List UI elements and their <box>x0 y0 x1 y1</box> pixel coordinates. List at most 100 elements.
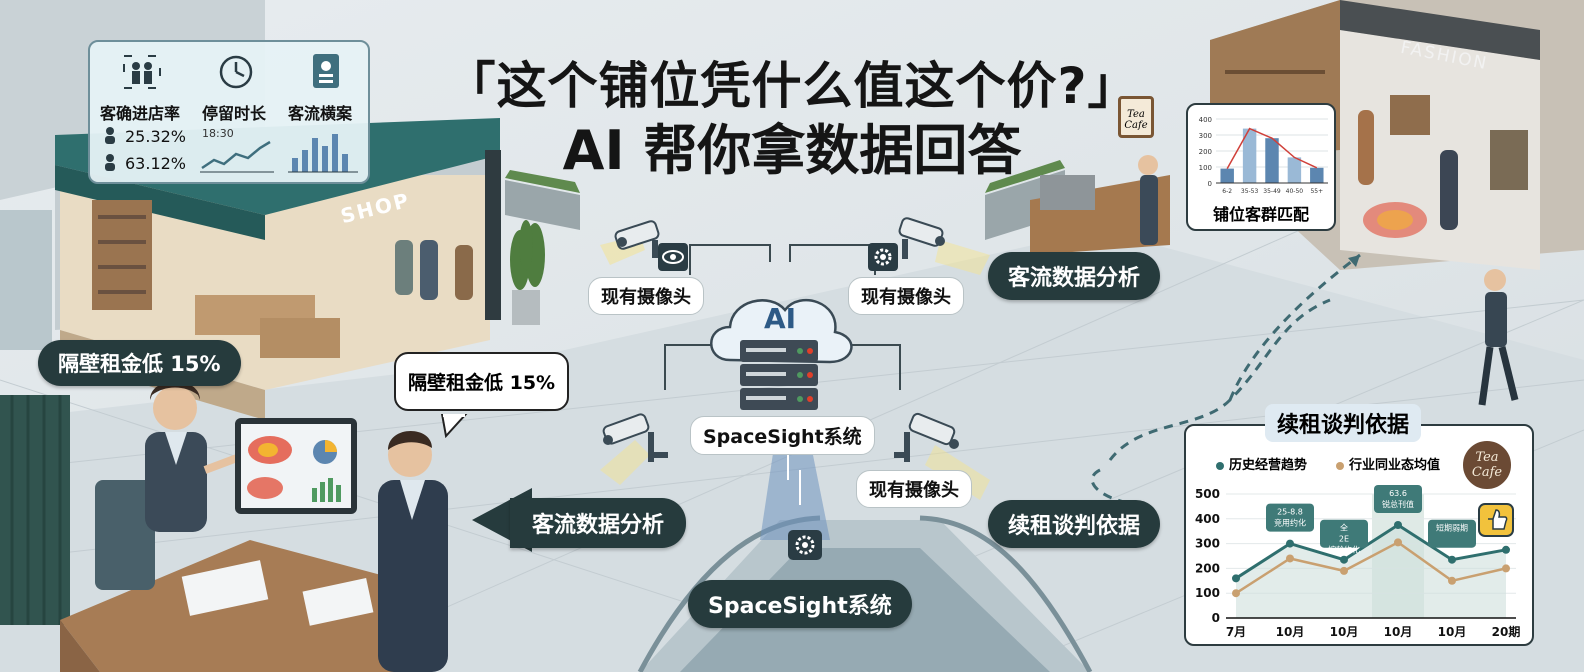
camera-icon <box>602 413 668 462</box>
annotation-box <box>1374 485 1422 513</box>
tick-label: 300 <box>1199 132 1212 140</box>
legend-item-industry: 行业同业态均值 <box>1336 454 1440 473</box>
camera-icon <box>894 412 959 462</box>
stat-value-entry-2: 63.12% <box>125 154 187 173</box>
line-chart: 0 100 200 300 400 500 7月 10月 10月 10月 10月 20期 25-8.8竞… <box>1195 485 1521 639</box>
profile-bar-sparkline <box>288 134 358 173</box>
camera-icon <box>898 217 945 259</box>
headline: 「这个铺位凭什么值这个价?」 <box>445 57 1139 115</box>
stat-label-profile: 客流横案 <box>288 104 353 123</box>
annotation-text: 控龄约化 <box>1328 545 1360 555</box>
flow-arrow-label: 客流数据分析 <box>510 498 687 548</box>
data-point <box>1340 566 1348 575</box>
annotation-box <box>1320 519 1368 548</box>
x-tick-label: 10月 <box>1330 625 1359 639</box>
legend-swatch <box>1216 461 1224 470</box>
tick-label: 100 <box>1195 586 1220 600</box>
tick-label: 500 <box>1195 487 1220 501</box>
data-point <box>1232 574 1240 583</box>
ai-cloud-server <box>710 299 853 410</box>
people-icon <box>123 55 161 89</box>
data-point <box>1232 589 1240 598</box>
tea-cafe-badge: Tea Cafe <box>1460 438 1514 492</box>
camera-icon <box>614 220 660 258</box>
annotation-text: 竞用约化 <box>1274 518 1306 528</box>
stat-label-entry: 客确进店率 <box>100 104 181 123</box>
x-tick-label: 7月 <box>1226 625 1246 639</box>
category-label: 35-49 <box>1263 188 1281 195</box>
tick-label: 0 <box>1208 180 1212 188</box>
bar <box>1265 138 1279 183</box>
bar <box>1220 168 1234 183</box>
annotation-box <box>1428 519 1476 548</box>
annotation-text: 25-8.8 <box>1277 508 1303 517</box>
annotation-box <box>1266 503 1314 532</box>
category-label: 6-2 <box>1222 188 1232 195</box>
trend-line <box>1226 127 1318 169</box>
ai-label: AI <box>764 302 797 335</box>
bar <box>1242 128 1257 183</box>
flow-analysis-label: 客流数据分析 <box>988 252 1161 300</box>
annotation-text: 锐总刊值 <box>1382 499 1414 509</box>
camera-label-bottom: 现有摄像头 <box>856 470 972 508</box>
annotation-text: 短期弱期 <box>1436 523 1468 533</box>
tick-label: 200 <box>1199 148 1212 156</box>
stat-value-dwell: 18:30 <box>202 127 234 140</box>
annotation-callout: 短期弱期 <box>1428 519 1476 548</box>
annotation-text: 全 <box>1340 523 1348 533</box>
tick-label: 0 <box>1212 611 1220 625</box>
clock-icon <box>219 55 253 89</box>
dwell-trend-sparkline <box>200 140 274 173</box>
legend-item-history: 历史经营趋势 <box>1216 454 1307 473</box>
x-tick-label: 10月 <box>1438 625 1467 639</box>
data-point <box>1286 554 1294 563</box>
x-tick-label: 10月 <box>1276 625 1305 639</box>
gear-icon <box>868 243 898 271</box>
tick-label: 400 <box>1199 116 1212 124</box>
data-point <box>1502 545 1510 554</box>
data-point <box>1502 564 1510 573</box>
rent-comparison-label: 隔壁租金低 15% <box>38 340 241 386</box>
subheadline: AI 帮你拿数据回答 <box>562 119 1022 182</box>
tick-label: 200 <box>1195 561 1220 575</box>
camera-label-right: 现有摄像头 <box>848 277 964 315</box>
profile-icon <box>313 54 339 88</box>
stats-panel: 客确进店率 停留时长 客流横案 25.32% 63.12% 18:30 <box>88 40 370 184</box>
eye-icon <box>658 243 688 271</box>
stat-label-dwell: 停留时长 <box>202 104 267 123</box>
person-icon <box>105 127 115 171</box>
data-point <box>1448 555 1456 564</box>
legend-label: 历史经营趋势 <box>1229 458 1308 473</box>
series-line <box>1235 523 1507 580</box>
system-label: SpaceSight系统 <box>690 416 875 455</box>
thumbs-up-icon <box>1478 503 1514 537</box>
speech-bubble-tail <box>440 414 468 438</box>
data-point <box>1286 539 1294 548</box>
tick-label: 100 <box>1199 164 1212 172</box>
legend-label: 行业同业态均值 <box>1349 458 1441 473</box>
data-point <box>1394 538 1402 547</box>
data-point <box>1394 521 1402 529</box>
camera-label-left: 现有摄像头 <box>588 277 704 315</box>
bar <box>1287 157 1302 183</box>
line-chart-title: 续租谈判依据 <box>1265 404 1422 442</box>
legend-swatch <box>1336 461 1344 470</box>
data-point <box>1448 576 1456 585</box>
x-tick-label: 20期 <box>1492 624 1521 639</box>
bar <box>1310 167 1324 183</box>
tick-label: 300 <box>1195 537 1220 551</box>
cafe-sign: Tea Cafe <box>1118 96 1154 138</box>
tick-label: 400 <box>1195 512 1220 526</box>
renewal-basis-label: 续租谈判依据 <box>988 500 1161 548</box>
category-label: 40-50 <box>1286 188 1304 195</box>
stat-value-entry-1: 25.32% <box>125 127 187 146</box>
annotation-text: 2E <box>1339 535 1349 544</box>
annotation-text: 63.6 <box>1389 489 1407 498</box>
x-tick-label: 10月 <box>1384 625 1413 639</box>
